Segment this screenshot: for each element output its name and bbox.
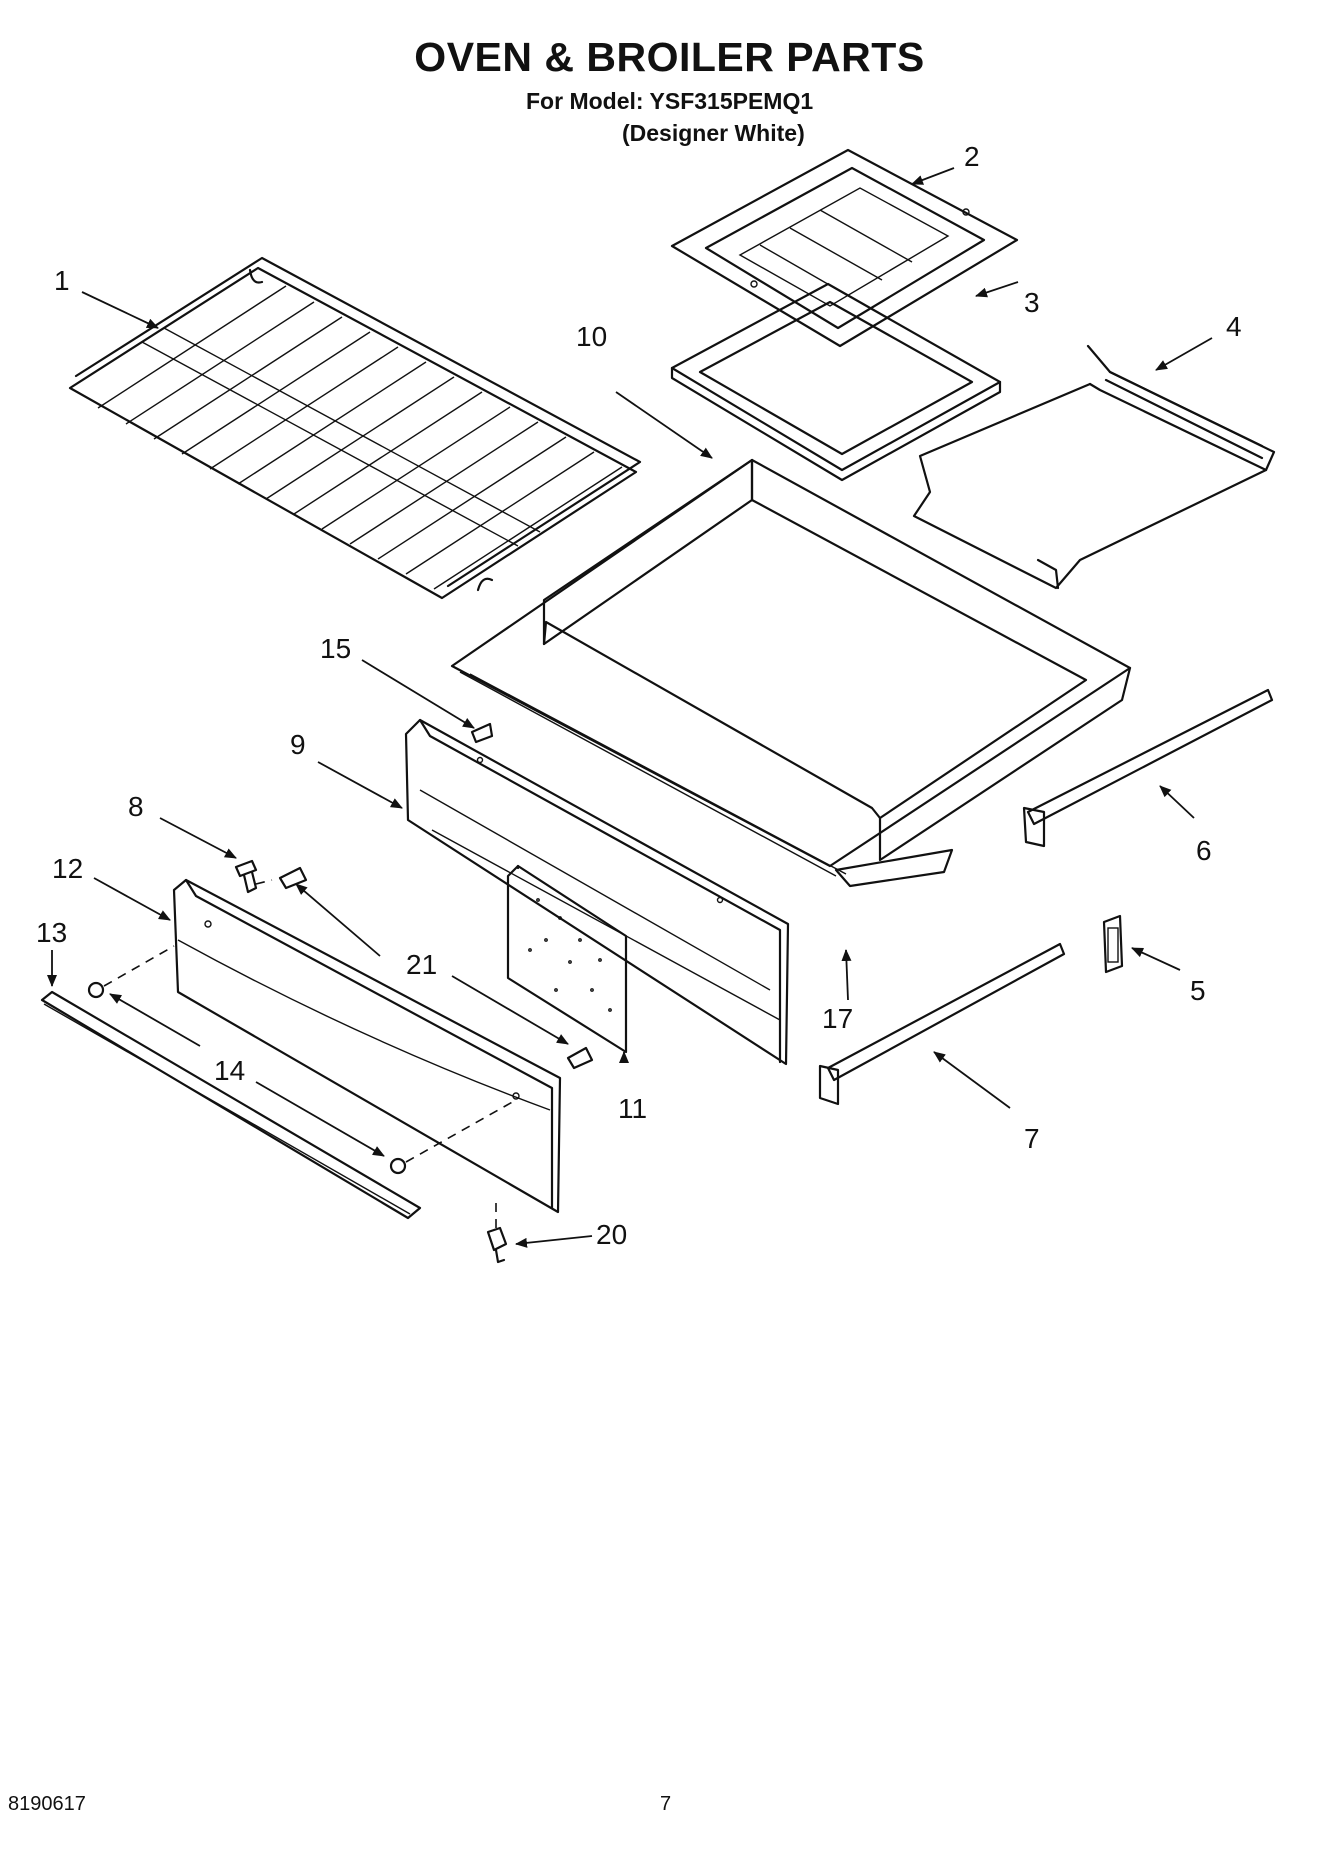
model-variant: (Designer White) — [622, 120, 805, 146]
callout-21: 21 — [406, 949, 437, 980]
drawer-liner-part — [450, 458, 1132, 888]
callout-8: 8 — [128, 791, 144, 822]
callout-6: 6 — [1196, 835, 1212, 866]
trim-strip-part — [40, 990, 422, 1220]
grommet-part-14-left — [87, 981, 105, 999]
screw-part-20 — [486, 1226, 508, 1264]
callout-3: 3 — [1024, 287, 1040, 318]
screw-part-21-bottom — [566, 1046, 594, 1070]
callout-5: 5 — [1190, 975, 1206, 1006]
callout-14: 14 — [214, 1055, 245, 1086]
callout-11: 11 — [618, 1093, 647, 1124]
model-number: For Model: YSF315PEMQ1 — [526, 88, 814, 114]
insulation-pad-part — [506, 864, 628, 1054]
assembly-line — [103, 945, 175, 987]
left-slide-rail-part — [818, 942, 1066, 1106]
drawer-panel-part — [404, 718, 790, 1066]
oven-rack-part — [68, 256, 642, 600]
broiler-pan-part — [670, 282, 1002, 482]
screw-part-21-top — [278, 866, 308, 890]
broiler-grid-part — [670, 148, 1019, 348]
clip-part — [1102, 914, 1124, 974]
callout-15: 15 — [320, 633, 351, 664]
callout-13: 13 — [36, 917, 67, 948]
assembly-line — [255, 879, 273, 885]
callout-12: 12 — [52, 853, 83, 884]
callout-9: 9 — [290, 729, 306, 760]
callout-17: 17 — [822, 1003, 853, 1034]
callout-20: 20 — [596, 1219, 627, 1250]
page-title: OVEN & BROILER PARTS — [414, 34, 925, 80]
screw-part-8 — [234, 859, 258, 894]
leader-lines — [47, 167, 1213, 1248]
callout-2: 2 — [964, 141, 980, 172]
pan-support-part — [912, 344, 1276, 590]
callout-7: 7 — [1024, 1123, 1040, 1154]
callout-1: 1 — [54, 265, 70, 296]
document-code: 8190617 — [8, 1793, 86, 1815]
drawer-front-part — [172, 878, 562, 1214]
grommet-part-14-right — [389, 1157, 407, 1175]
assembly-line — [405, 1099, 517, 1163]
callout-10: 10 — [576, 321, 607, 352]
screw-part-15 — [470, 722, 494, 744]
right-slide-rail-part — [1022, 688, 1274, 848]
page-number: 7 — [660, 1793, 672, 1815]
callout-4: 4 — [1226, 311, 1242, 342]
